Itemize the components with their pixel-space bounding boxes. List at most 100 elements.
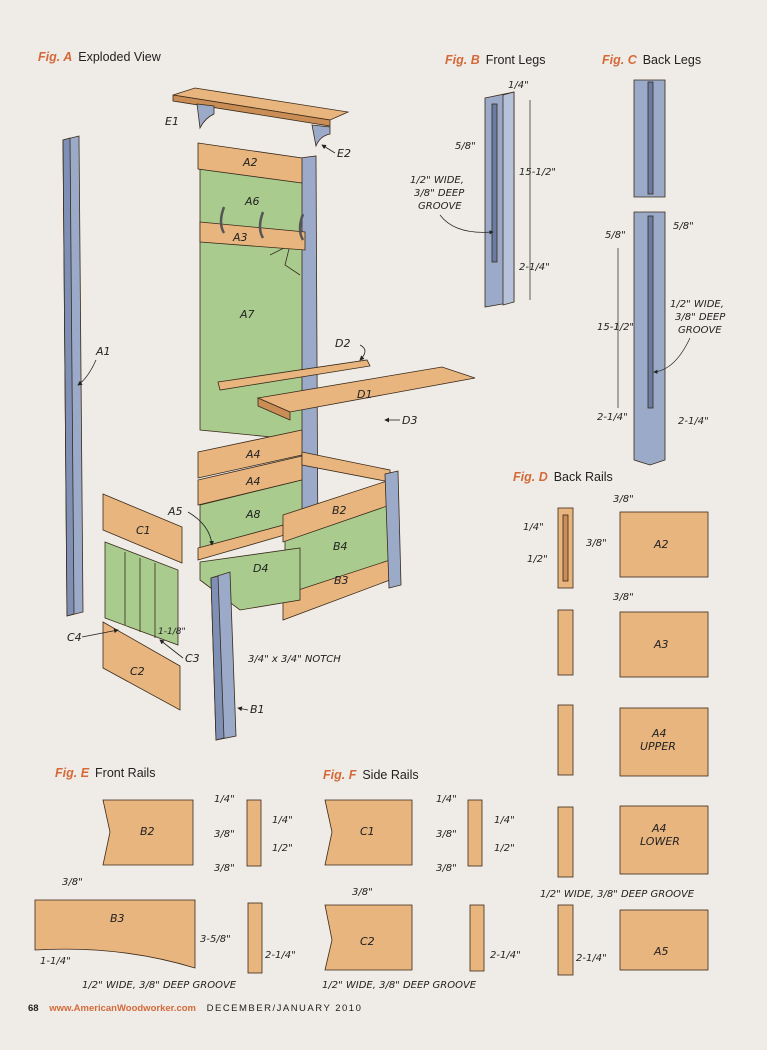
seat-d1-front (257, 397, 291, 421)
fig-a-title: Fig. A Exploded View (38, 50, 161, 64)
label-e1: E1 (165, 115, 179, 128)
fd-dim-quarter: 1/4" (523, 522, 544, 533)
label-d1: D1 (357, 388, 372, 401)
fd-dim-214: 2-1/4" (576, 953, 607, 964)
fe-dim-214: 2-1/4" (265, 950, 296, 961)
ff-label-c1: C1 (360, 825, 375, 838)
site-url[interactable]: www.AmericanWoodworker.com (49, 1003, 196, 1014)
d-board-a4l (619, 805, 709, 875)
fd-dim-38-bot: 3/8" (613, 592, 634, 603)
fd-label-a2: A2 (653, 538, 669, 551)
fd-dim-38-mid: 3/8" (586, 538, 607, 549)
e-board-b3 (34, 899, 196, 969)
label-d4: D4 (253, 562, 268, 575)
ff-dim-quarter: 1/4" (436, 794, 457, 805)
f-end-c1 (467, 799, 483, 867)
fd-label-a4-lower-2: LOWER (640, 835, 680, 848)
panel-c3 (104, 541, 179, 646)
fe-dim-38-b3: 3/8" (62, 877, 83, 888)
fe-dim-358: 3-5/8" (200, 934, 231, 945)
fig-caption: Back Rails (553, 470, 613, 484)
label-a3: A3 (232, 231, 248, 244)
label-a6: A6 (244, 195, 260, 208)
label-c4: C4 (67, 631, 82, 644)
e-end-b3 (247, 902, 263, 974)
fe-label-b2: B2 (140, 825, 155, 838)
label-d3: D3 (402, 414, 417, 427)
bracket-e2 (311, 124, 331, 148)
fig-e-title: Fig. E Front Rails (55, 766, 155, 780)
d-end-a2-groove (562, 514, 569, 582)
leader-a5 (187, 511, 214, 546)
hook-1 (219, 206, 226, 234)
fig-tag: Fig. A (38, 50, 73, 64)
shelf-e1-front (172, 94, 331, 127)
leader-d2 (359, 344, 366, 361)
ff-dim-214: 2-1/4" (490, 950, 521, 961)
label-notch: 3/4" x 3/4" NOTCH (248, 654, 341, 665)
label-e2: E2 (337, 147, 351, 160)
front-leg-b-face (502, 91, 515, 306)
label-c1: C1 (136, 524, 151, 537)
d-end-a5 (557, 904, 574, 976)
leader-b1 (237, 706, 249, 712)
fc-dim-214-right: 2-1/4" (678, 416, 709, 427)
fe-groove-line: 1/2" WIDE, 3/8" DEEP GROOVE (82, 980, 237, 991)
label-a2: A2 (242, 156, 258, 169)
fb-dim-quarter: 1/4" (508, 80, 529, 91)
fig-f-title: Fig. F Side Rails (323, 768, 419, 782)
rail-a2 (197, 142, 303, 184)
panel-a7-break (269, 244, 301, 276)
fd-dim-38-top: 3/8" (613, 494, 634, 505)
hook-2 (258, 211, 265, 239)
fe-end-half: 1/2" (272, 843, 293, 854)
page-number: 68 (28, 1003, 39, 1014)
d-end-a4l (557, 806, 574, 878)
page-footer: 68 www.AmericanWoodworker.com DECEMBER/J… (28, 1003, 362, 1014)
fig-tag: Fig. E (55, 766, 90, 780)
ff-end-quarter: 1/4" (494, 815, 515, 826)
label-b3: B3 (334, 574, 349, 587)
f-end-c2 (469, 904, 485, 972)
fb-groove-leader (439, 214, 494, 235)
e-board-b2 (102, 799, 194, 866)
fb-dim-58: 5/8" (455, 141, 476, 152)
back-leg-upper-groove (647, 81, 654, 195)
ff-dim-38-mid: 3/8" (436, 829, 457, 840)
fb-groove-1: 1/2" WIDE, (410, 175, 464, 186)
label-a8: A8 (245, 508, 261, 521)
fig-caption: Front Rails (95, 766, 156, 780)
fb-dim-214: 2-1/4" (519, 262, 550, 273)
label-b2: B2 (332, 504, 347, 517)
fd-label-a4-upper-1: A4 (651, 727, 667, 740)
leader-c3 (159, 639, 184, 659)
label-a7: A7 (239, 308, 255, 321)
hook-3 (298, 213, 305, 241)
label-b4: B4 (333, 540, 348, 553)
fe-dim-38-mid: 3/8" (214, 829, 235, 840)
ledger-d2 (217, 359, 371, 391)
fe-dim-38-bot: 3/8" (214, 863, 235, 874)
d-board-a3 (619, 611, 709, 678)
front-leg-b-groove (491, 103, 498, 263)
fc-groove-leader (653, 337, 691, 374)
fd-label-a5: A5 (653, 945, 669, 958)
f-board-c1 (324, 799, 413, 866)
fd-groove-line: 1/2" WIDE, 3/8" DEEP GROOVE (540, 889, 695, 900)
box-leg-right (384, 470, 402, 589)
fig-tag: Fig. F (323, 768, 357, 782)
fig-caption: Exploded View (78, 50, 161, 64)
fig-caption: Side Rails (362, 768, 419, 782)
d-end-a3 (557, 609, 574, 676)
d-end-a4u (557, 704, 574, 776)
fe-end-quarter: 1/4" (272, 815, 293, 826)
fd-label-a4-lower-1: A4 (651, 822, 667, 835)
label-c2: C2 (130, 665, 145, 678)
issue-date: DECEMBER/JANUARY 2010 (206, 1003, 363, 1014)
bracket-e1 (196, 103, 215, 130)
fc-dim-58-right: 5/8" (673, 221, 694, 232)
fe-label-b3: B3 (110, 912, 125, 925)
leg-b1-side (210, 575, 225, 741)
